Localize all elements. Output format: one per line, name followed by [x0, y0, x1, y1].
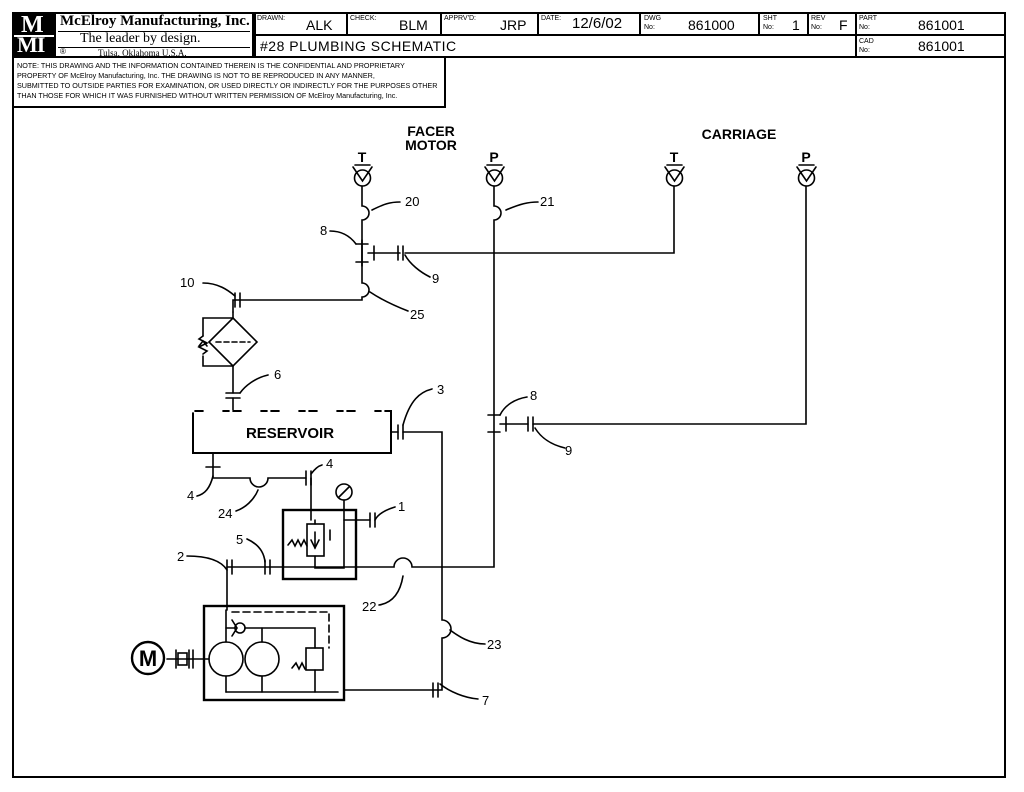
reservoir-label: RESERVOIR [246, 425, 334, 442]
date-value: 12/6/02 [572, 15, 623, 32]
note-line-2: PROPERTY OF McElroy Manufacturing, Inc. … [17, 71, 375, 80]
carriage-label: CARRIAGE [702, 126, 777, 142]
callout-20: 20 [405, 194, 419, 209]
apprvd-value: JRP [500, 17, 527, 33]
callout-6: 6 [274, 367, 281, 382]
rev-label-1: REV [811, 15, 826, 22]
rev-value: F [839, 17, 848, 33]
callout-2: 2 [177, 549, 184, 564]
callout-25: 25 [410, 307, 424, 322]
callout-24: 24 [218, 506, 232, 521]
check-label: CHECK: [350, 15, 377, 22]
drawing-title: #28 PLUMBING SCHEMATIC [260, 38, 457, 54]
callout-1: 1 [398, 499, 405, 514]
callout-5: 5 [236, 532, 243, 547]
apprvd-label: APPRV'D: [444, 15, 476, 22]
cad-label-1: CAD [859, 38, 874, 45]
callout-23: 23 [487, 637, 501, 652]
sht-label-2: No: [763, 24, 774, 31]
motor-letter: M [139, 646, 157, 671]
part-label-2: No: [859, 24, 870, 31]
drawn-label: DRAWN: [257, 15, 286, 22]
facer-t-port-label: T [358, 149, 367, 165]
sht-label-1: SHT [763, 15, 777, 22]
suction-line [212, 452, 307, 488]
carriage-p-port-label: P [801, 149, 810, 165]
company-name: McElroy Manufacturing, Inc. [60, 13, 250, 29]
company-location: Tulsa, Oklahoma U.S.A. [98, 48, 187, 58]
relief-valve-box [281, 483, 376, 581]
carriage-t-port-symbol [664, 164, 685, 187]
check-value: BLM [399, 17, 428, 33]
dwg-value: 861000 [688, 17, 735, 33]
note-line-3: SUBMITTED TO OUTSIDE PARTIES FOR EXAMINA… [17, 81, 438, 90]
motor-coupling [166, 649, 210, 669]
facer-label-line-2: MOTOR [405, 137, 457, 153]
logo-letter-top: M [21, 12, 44, 38]
callout-3: 3 [437, 382, 444, 397]
carriage-p-port-symbol [796, 164, 817, 187]
dwg-label-2: No: [644, 24, 655, 31]
filter-symbol [197, 311, 259, 394]
dwg-label-1: DWG [644, 15, 662, 22]
facer-p-port-symbol [484, 164, 505, 187]
carriage-t-port-label: T [670, 149, 679, 165]
facer-label-line-1: FACER [407, 123, 454, 139]
pump-assembly [202, 604, 434, 702]
cad-label-2: No: [859, 47, 870, 54]
main-return-line [402, 431, 452, 691]
pressure-gauge [335, 483, 353, 501]
rev-label-2: No: [811, 24, 822, 31]
company-tagline-underline [58, 47, 250, 48]
part-label-1: PART [859, 15, 878, 22]
company-tagline: The leader by design. [80, 31, 201, 46]
callout-8-upper: 8 [320, 223, 327, 238]
electric-motor [130, 640, 166, 676]
facer-p-port-label: P [489, 149, 498, 165]
callout-7: 7 [482, 693, 489, 708]
carriage-pressure-line [499, 185, 807, 425]
note-line-4: THAN THOSE FOR WHICH IT WAS FURNISHED WI… [17, 91, 398, 100]
facer-t-port-symbol [352, 164, 373, 187]
callout-21: 21 [540, 194, 554, 209]
cad-value: 861001 [918, 38, 965, 54]
company-name-underline [58, 31, 250, 32]
cad-cell [855, 34, 1006, 58]
logo-divider [14, 35, 54, 37]
registered-mark: ® [60, 47, 66, 56]
callout-4-left: 4 [187, 488, 194, 503]
callout-22: 22 [362, 599, 376, 614]
callout-9-lower: 9 [565, 443, 572, 458]
drawn-value: ALK [306, 17, 333, 33]
part-value: 861001 [918, 17, 965, 33]
callout-9-upper: 9 [432, 271, 439, 286]
facer-return-line [232, 185, 370, 313]
date-label: DATE: [541, 15, 562, 22]
sht-value: 1 [792, 17, 800, 33]
note-line-1: NOTE: THIS DRAWING AND THE INFORMATION C… [17, 61, 405, 70]
callout-10: 10 [180, 275, 194, 290]
callout-8-lower: 8 [530, 388, 537, 403]
confidentiality-note [12, 56, 446, 108]
facer-pressure-line [226, 185, 502, 568]
note-text: NOTE: THIS DRAWING AND THE INFORMATION C… [17, 61, 443, 101]
callout-4-right: 4 [326, 456, 333, 471]
